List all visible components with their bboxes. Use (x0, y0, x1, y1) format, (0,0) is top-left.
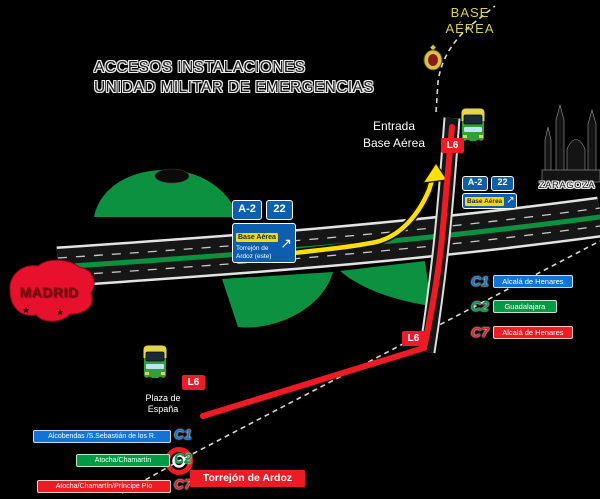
base-aerea-line2: AÉREA (445, 21, 495, 36)
base-aerea-emblem-icon (421, 44, 445, 77)
legend-row-c7: C7 Alcalá de Henares (471, 324, 573, 340)
l6-badge-stop: L6 (182, 375, 205, 390)
green-areas (94, 169, 431, 328)
exit-sign-main-panel: Base Aérea Torrejón de Ardoz (este) ↗ (232, 223, 296, 263)
entrada-label: Entrada Base Aérea (350, 118, 438, 152)
exit-sign-main: A-2 22 Base Aérea Torrejón de Ardoz (est… (232, 200, 296, 263)
c1-logo: C1 (471, 273, 489, 289)
station-sign-c2: Atocha/Chamartín (76, 454, 170, 467)
bus-icon (141, 344, 169, 389)
legend-c7-label: Alcalá de Henares (492, 325, 573, 339)
legend-c2-label: Guadalajara (492, 299, 557, 313)
c1-logo: C1 (174, 426, 192, 442)
exit-sign-east: A-2 22 Base Aérea ↗ (462, 176, 517, 209)
station-sign-c7: Atocha/Chamartín/Príncipe Pío (37, 480, 171, 493)
bus-icon (459, 107, 487, 152)
zaragoza-skyline-silhouette (541, 103, 600, 183)
exit-sign-east-header: A-2 22 (462, 176, 517, 191)
l6-badge-route: L6 (402, 331, 425, 346)
legend-c1-label: Alcalá de Henares (492, 274, 573, 288)
star-icon: ★ (22, 305, 30, 315)
legend-row-c1: C1 Alcalá de Henares (471, 273, 573, 289)
entrada-line2: Base Aérea (362, 136, 426, 150)
torrejon-label: Torrejón de Ardoz (190, 470, 305, 487)
plaza-line1: Plaza de (145, 393, 181, 403)
exit-number-badge: 22 (491, 176, 514, 191)
hill-structure-silhouette (154, 168, 190, 184)
legend-row-c2: C2 Guadalajara (471, 298, 557, 314)
madrid-blob: ★ ★ (9, 259, 95, 322)
exit-number-badge: 22 (266, 200, 293, 220)
dest-base-aerea: Base Aérea (465, 196, 505, 206)
c7-logo: C7 (471, 324, 489, 340)
star-icon: ★ (56, 307, 64, 317)
station-sign-c1: Alcobendas /S.Sebastián de los R. (33, 430, 171, 443)
title-line2: UNIDAD MILITAR DE EMERGENCIAS (94, 79, 375, 96)
base-aerea-label: BASE AÉREA (438, 5, 502, 37)
title-line1: ACCESOS INSTALACIONES (94, 59, 306, 76)
plaza-line2: España (147, 404, 179, 414)
exit-arrow-icon: ↗ (506, 195, 515, 206)
dest-torrejon-line2: Ardoz (este) (236, 252, 272, 260)
exit-sign-main-header: A-2 22 (232, 200, 296, 220)
plaza-espana-label: Plaza de España (128, 393, 198, 415)
exit-sign-east-panel: Base Aérea ↗ (462, 193, 517, 209)
highway-a2 (56, 196, 600, 288)
zaragoza-label: ZARAGOZA (538, 180, 596, 191)
dest-base-aerea: Base Aérea (236, 232, 278, 242)
c7-logo: C7 (174, 476, 192, 492)
road-number-badge: A-2 (462, 176, 488, 191)
c2-logo: C2 (174, 450, 192, 466)
dest-torrejon-line1: Torrejón de (236, 244, 269, 252)
bus-route-l6 (200, 124, 455, 419)
l6-badge-entrada: L6 (441, 138, 464, 153)
page-title: ACCESOS INSTALACIONES UNIDAD MILITAR DE … (94, 58, 374, 98)
exit-arrow-icon: ↗ (280, 235, 292, 251)
c2-logo: C2 (471, 298, 489, 314)
madrid-label: MADRID (19, 284, 79, 300)
road-number-badge: A-2 (232, 200, 262, 220)
base-aerea-line1: BASE (450, 5, 490, 20)
entrada-line1: Entrada (372, 119, 416, 133)
